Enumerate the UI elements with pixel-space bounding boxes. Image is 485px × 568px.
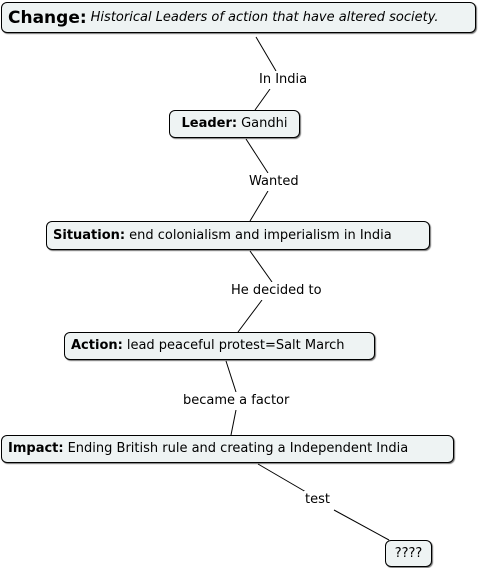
node-title: Leader: <box>181 116 238 131</box>
connector-label-2-situation <box>249 190 269 222</box>
node-title: Impact: <box>8 441 64 456</box>
link-label: Wanted <box>248 173 300 191</box>
node-text: Gandhi <box>241 116 288 131</box>
connector-situation-label-3 <box>249 250 273 283</box>
node-text: lead peaceful protest=Salt March <box>126 338 345 353</box>
node-text: end colonialism and imperialism in India <box>129 227 392 243</box>
concept-node-impact[interactable]: Impact: Ending British rule and creating… <box>1 435 454 463</box>
link-label: became a factor <box>182 392 291 410</box>
connector-label-3-action <box>237 299 263 333</box>
connector-label-5-unknown <box>333 509 390 541</box>
connector-impact-label-5 <box>257 463 307 493</box>
concept-node-unknown[interactable]: ???? <box>385 540 432 567</box>
node-text: ???? <box>394 545 423 561</box>
link-label: He decided to <box>230 282 323 300</box>
connector-leader-label-2 <box>245 138 269 174</box>
node-title: Situation: <box>53 227 126 243</box>
concept-node-change[interactable]: Change: Historical Leaders of action tha… <box>1 2 476 33</box>
concept-node-leader[interactable]: Leader: Gandhi <box>169 110 300 138</box>
connector-label-1-leader <box>254 88 271 111</box>
node-title: Action: <box>71 338 123 353</box>
link-label: In India <box>258 71 309 89</box>
node-text: Ending British rule and creating a Indep… <box>67 441 409 456</box>
concept-node-situation[interactable]: Situation: end colonialism and imperiali… <box>46 221 430 250</box>
connector-action-label-4 <box>225 360 237 393</box>
connector-label-4-impact <box>230 409 237 436</box>
concept-node-action[interactable]: Action: lead peaceful protest=Salt March <box>64 332 375 360</box>
node-text: Historical Leaders of action that have a… <box>90 9 439 25</box>
node-title: Change: <box>8 7 87 28</box>
connector-change-label-1 <box>255 36 277 72</box>
link-label: test <box>304 491 331 509</box>
